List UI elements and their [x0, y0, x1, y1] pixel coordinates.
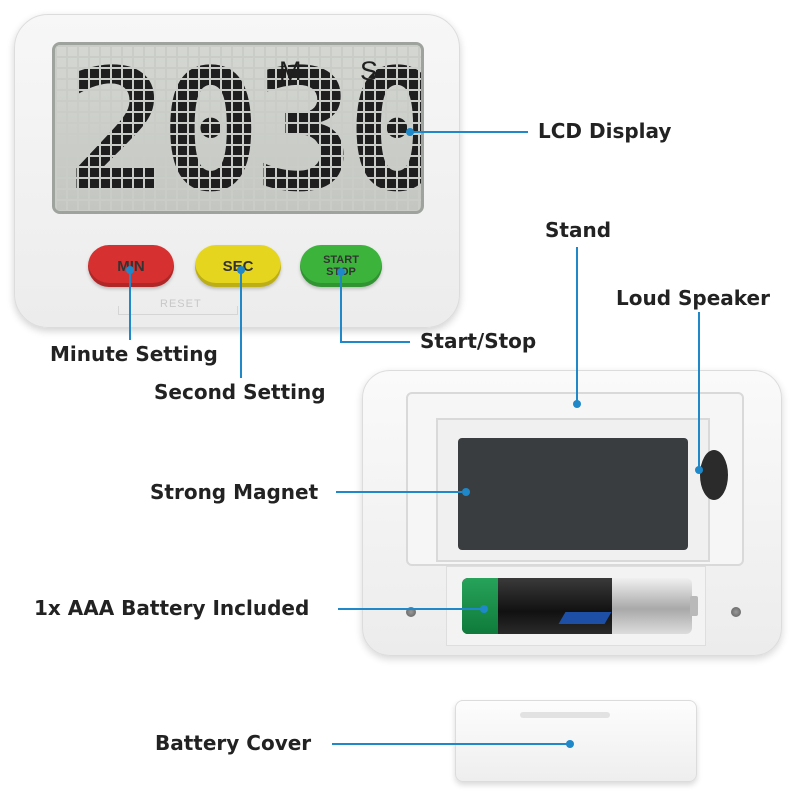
- label-strong-magnet: Strong Magnet: [150, 480, 319, 504]
- screw-left: [406, 607, 416, 617]
- label-loud-speaker: Loud Speaker: [616, 286, 770, 310]
- reset-bracket: [118, 306, 238, 315]
- label-battery-cover: Battery Cover: [155, 731, 312, 755]
- dot-second-setting: [237, 266, 245, 274]
- label-lcd-display: LCD Display: [538, 119, 672, 143]
- dot-loud-speaker: [695, 466, 703, 474]
- label-battery-included: 1x AAA Battery Included: [34, 596, 310, 620]
- battery-positive-terminal: [690, 596, 698, 616]
- lcd-seconds-unit: S: [360, 56, 379, 86]
- leader-start-stop: [340, 272, 410, 343]
- dot-stand: [573, 400, 581, 408]
- dot-start-stop: [337, 268, 345, 276]
- label-start-stop: Start/Stop: [420, 329, 537, 353]
- label-minute-setting: Minute Setting: [50, 342, 218, 366]
- dot-battery-cover: [566, 740, 574, 748]
- dot-lcd-display: [406, 128, 414, 136]
- screw-right: [731, 607, 741, 617]
- battery-metal-end: [612, 578, 692, 634]
- magnet-plate: [458, 438, 688, 550]
- reset-label: RESET: [160, 298, 202, 310]
- battery-cover-groove: [520, 712, 610, 718]
- label-stand: Stand: [545, 218, 612, 242]
- dot-strong-magnet: [462, 488, 470, 496]
- speaker-grille: [700, 450, 728, 500]
- label-second-setting: Second Setting: [154, 380, 326, 404]
- lcd-minutes-unit: M: [279, 56, 302, 86]
- start-stop-label-top: START: [323, 254, 359, 266]
- dot-battery: [480, 605, 488, 613]
- dot-minute-setting: [126, 266, 134, 274]
